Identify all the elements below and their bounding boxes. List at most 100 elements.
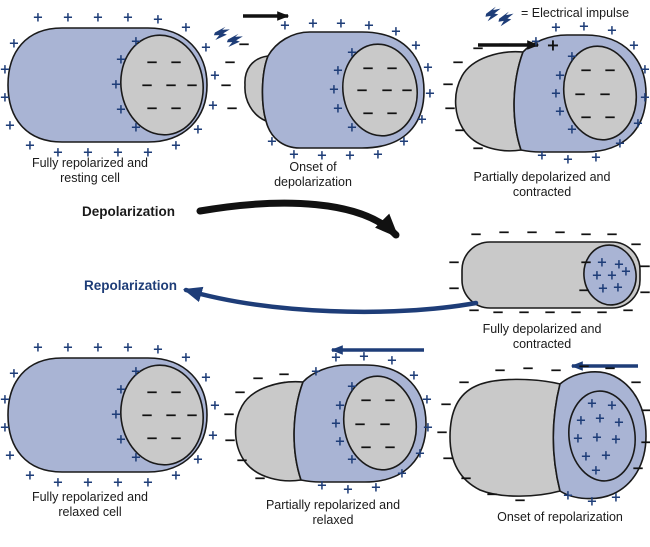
minus-symbol: − [518,303,531,321]
minus-symbol: − [604,108,617,126]
plus-symbol: + [598,282,609,297]
plus-symbol: + [83,146,94,161]
plus-symbol: + [116,433,127,448]
plus-symbol: + [9,367,20,382]
minus-symbol: − [254,469,267,487]
minus-symbol: − [440,395,453,413]
minus-symbol: − [224,53,237,71]
minus-symbol: − [381,81,394,99]
plus-symbol: + [333,102,344,117]
plus-symbol: + [371,481,382,496]
minus-symbol: − [436,423,449,441]
plus-symbol: + [0,421,10,436]
minus-symbol: − [170,99,183,117]
minus-symbol: − [165,406,178,424]
minus-symbol: − [146,53,159,71]
minus-symbol: − [640,433,650,451]
plus-symbol: + [640,91,650,106]
plus-symbol: + [0,63,10,78]
plus-symbol: + [373,148,384,163]
plus-symbol: + [171,139,182,154]
minus-symbol: − [442,75,455,93]
plus-symbol: + [143,476,154,491]
minus-symbol: − [452,53,465,71]
minus-symbol: − [362,59,375,77]
plus-symbol: + [611,433,622,448]
plus-symbol: + [317,479,328,494]
plus-symbol: + [25,469,36,484]
depolarization-arrow [196,199,400,239]
minus-symbol: − [223,405,236,423]
minus-symbol: − [640,401,650,419]
minus-symbol: − [146,383,159,401]
plus-symbol: + [555,105,566,120]
plus-symbol: + [399,135,410,150]
minus-symbol: − [386,104,399,122]
minus-symbol: − [386,59,399,77]
plus-symbol: + [208,429,219,444]
caption-onset-of-depolarization: Onset of depolarization [274,160,352,190]
depolarization-label: Depolarization [82,204,176,219]
plus-symbol: + [116,383,127,398]
minus-symbol: − [498,35,511,53]
plus-symbol: + [563,153,574,168]
plus-symbol: + [551,87,562,102]
plus-symbol: + [607,399,618,414]
plus-symbol: + [573,432,584,447]
plus-symbol: + [531,35,542,50]
plus-symbol: + [33,11,44,26]
minus-symbol: − [220,76,233,94]
plus-symbol: + [614,416,625,431]
cell-interior-egg [120,364,204,466]
plus-symbol: + [181,21,192,36]
plus-symbol: + [116,103,127,118]
cell-fully-depolarized: +++++++−−−−−−−−−−−−−−−−−−−− [448,223,650,321]
cell-interior-egg [583,244,637,306]
plus-symbol: + [629,39,640,54]
lightning-bolt-icon [484,5,501,24]
plus-symbol: + [153,13,164,28]
plus-symbol: + [131,121,142,136]
minus-symbol: − [226,99,239,117]
plus-symbol: + [193,123,204,138]
plus-symbol: + [409,369,420,384]
plus-symbol: + [640,63,650,78]
plus-symbol: + [111,408,122,423]
minus-symbol: − [170,53,183,71]
plus-symbol: + [397,467,408,482]
plus-symbol: + [53,476,64,491]
minus-symbol: − [494,361,507,379]
minus-symbol: − [165,76,178,94]
minus-symbol: − [526,223,539,241]
plus-symbol: + [411,39,422,54]
minus-symbol: − [224,431,237,449]
minus-symbol: − [384,438,397,456]
minus-symbol: − [606,225,619,243]
cell-partially-depolarized: + +++++++++++++++++−−−−−−−−−−−−− [442,20,650,168]
minus-symbol: − [574,85,587,103]
plus-symbol: + [210,399,221,414]
minus-symbol: − [186,406,199,424]
minus-symbol: − [238,35,251,53]
repolarization-label: Repolarization [84,278,178,293]
plus-symbol: + [597,256,608,271]
plus-symbol: + [364,19,375,34]
plus-symbol: + [591,464,602,479]
plus-symbol: + [423,421,434,436]
cell-interior-egg [342,375,418,471]
plus-symbol: + [621,265,632,280]
plus-symbol: + [131,35,142,50]
legend-icons [484,5,514,29]
plus-symbol: + [201,41,212,56]
plus-symbol: + [111,78,122,93]
plus-symbol: + [335,399,346,414]
minus-symbol: − [514,491,527,509]
minus-symbol: − [570,303,583,321]
minus-symbol: − [498,223,511,241]
plus-symbol: + [563,489,574,504]
plus-symbol: + [333,64,344,79]
plus-symbol: + [0,393,10,408]
minus-symbol: − [472,139,485,157]
plus-symbol: + [423,61,434,76]
plus-symbol: + [143,146,154,161]
